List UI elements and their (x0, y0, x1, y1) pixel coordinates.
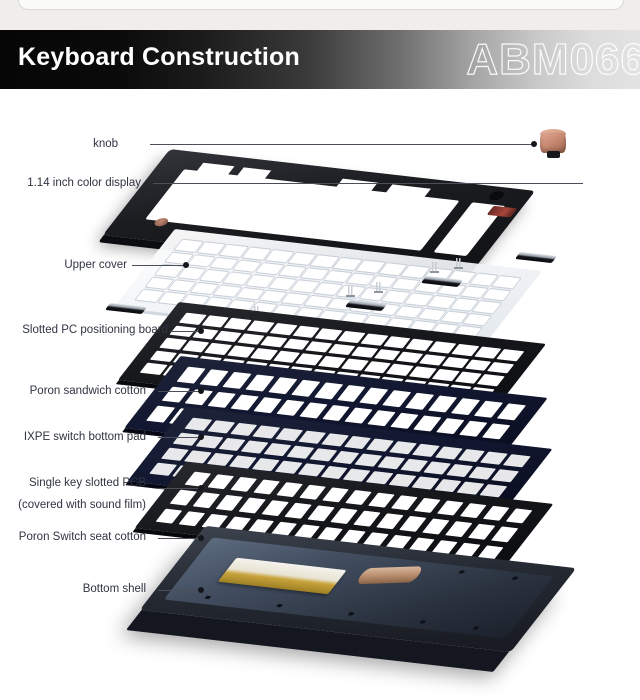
callout-label-pcb: Single key slotted PCB (covered with sou… (0, 472, 146, 516)
stabilizer-clip-d (374, 282, 383, 293)
callout-label-pc-board: Slotted PC positioning board (22, 324, 168, 336)
shell-screw-d (419, 620, 427, 624)
leader-dot-pc-board (198, 328, 204, 334)
shell-screw-e (472, 626, 480, 630)
leader-line-pc-board (170, 331, 200, 332)
knob-stem (547, 151, 560, 158)
leader-dot-pcb (198, 485, 204, 491)
top-chrome-strip (0, 0, 640, 30)
shell-screw-a (204, 595, 212, 600)
leader-line-display (153, 183, 583, 184)
stabilizer-clip-e (430, 262, 439, 273)
callout-label-knob: knob (93, 138, 118, 150)
header-banner: Keyboard Construction ABM066 (0, 30, 640, 89)
shell-screw-c (347, 612, 355, 616)
callout-label-upper-cover: Upper cover (64, 259, 127, 271)
callout-label-pcb-line2: (covered with sound film) (18, 499, 146, 511)
shell-screw-f (458, 570, 466, 574)
callout-label-pcb-line1: Single key slotted PCB (29, 477, 146, 489)
leader-dot-upper-cover (183, 262, 189, 268)
exploded-view-diagram (0, 95, 640, 675)
stabilizer-clip-f (454, 258, 463, 269)
cover-knob-hole (486, 190, 507, 201)
callout-label-poron-sandwich: Poron sandwich cotton (29, 385, 146, 397)
callout-label-display: 1.14 inch color display (27, 177, 141, 189)
leader-line-ixpe (158, 437, 200, 438)
leader-line-upper-cover (132, 265, 184, 266)
leader-dot-poron-sandwich (198, 388, 204, 394)
shell-screw-g (511, 576, 519, 580)
shell-screw-b (276, 603, 283, 608)
knob-body (540, 133, 566, 153)
layer-bottom-shell (139, 525, 580, 687)
battery-pack (217, 557, 347, 595)
leader-line-poron-seat (158, 538, 200, 539)
leader-dot-ixpe (198, 434, 204, 440)
stabilizer-backspace (514, 251, 558, 264)
card-edge-decoration (18, 0, 624, 10)
callout-label-poron-seat: Poron Switch seat cotton (18, 531, 146, 543)
model-name-outline: ABM066 (466, 34, 640, 84)
leader-dot-knob (531, 141, 537, 147)
ffc-ribbon-cable (355, 566, 425, 585)
callout-label-bottom-shell: Bottom shell (82, 583, 146, 595)
leader-line-pcb (158, 488, 200, 489)
page-title: Keyboard Construction (18, 43, 300, 71)
callout-label-ixpe: IXPE switch bottom pad (23, 431, 146, 443)
leader-dot-bottom-shell (198, 587, 204, 593)
leader-line-poron-sandwich (158, 391, 200, 392)
stabilizer-clip-c (346, 286, 355, 297)
bottom-shell-cavity (163, 537, 554, 639)
leader-line-bottom-shell (158, 590, 200, 591)
leader-line-knob (150, 144, 533, 145)
leader-dot-poron-seat (198, 535, 204, 541)
